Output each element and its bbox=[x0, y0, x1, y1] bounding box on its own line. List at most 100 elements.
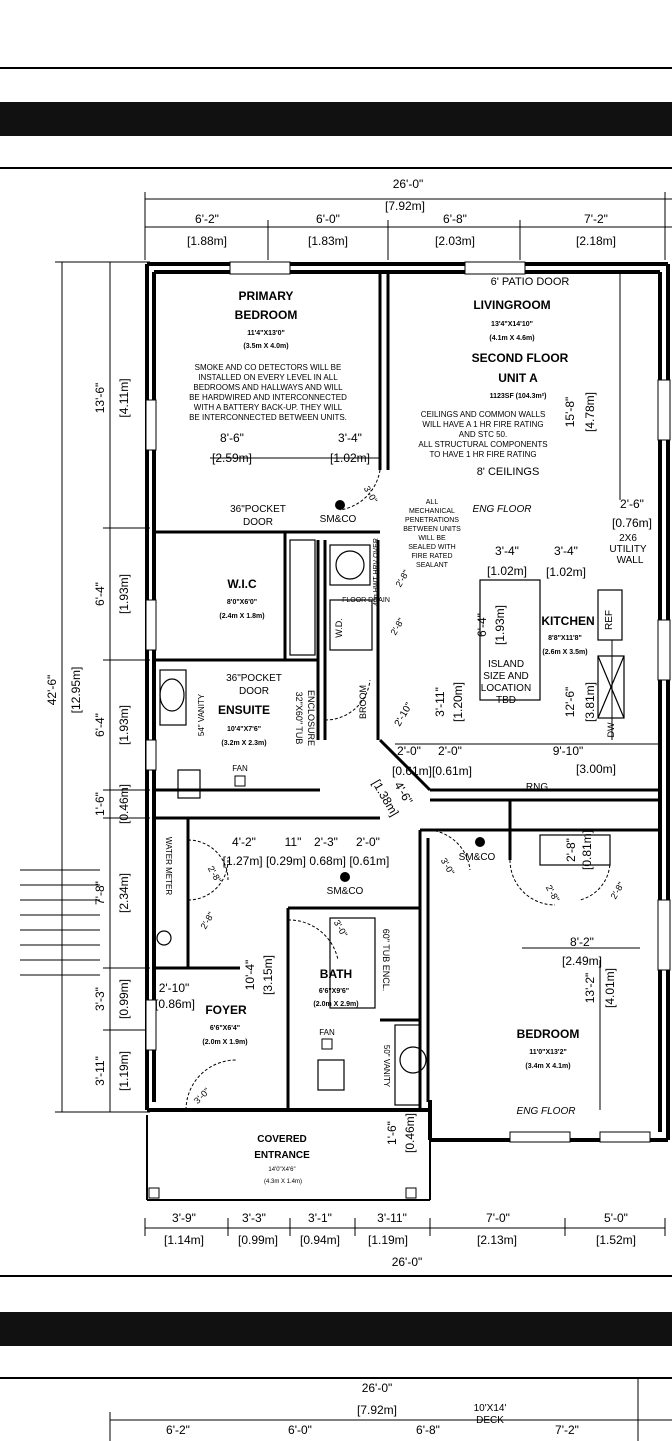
dim-kit-9-10-m: [3.00m] bbox=[576, 762, 616, 776]
dw-label: DW bbox=[606, 722, 616, 737]
dimension-lines bbox=[55, 192, 672, 1441]
vanity-50-label: 50" VANITY bbox=[382, 1045, 391, 1088]
dim-top-1: 6'-2" bbox=[195, 212, 219, 226]
ceiling-note-line: AND STC 50. bbox=[459, 430, 507, 439]
primary-bedroom-size-m: (3.5m X 4.0m) bbox=[243, 343, 288, 350]
tub-enclosure-line1: 32"X60" TUB bbox=[294, 692, 304, 745]
fan-label-2: FAN bbox=[319, 1028, 335, 1037]
dim-left-3: 6'-4" bbox=[93, 713, 107, 737]
sm-co-label-3: SM&CO bbox=[459, 852, 496, 863]
smoke-note-line: WITH A BATTERY BACK-UP. THEY WILL bbox=[194, 403, 343, 412]
pocket-door-1-line2: DOOR bbox=[243, 517, 273, 528]
smoke-note-line: BEDROOMS AND HALLWAYS AND WILL bbox=[193, 383, 343, 392]
patio-door-label: 6' PATIO DOOR bbox=[491, 276, 570, 288]
island-line4: TBD bbox=[496, 695, 516, 706]
dim-top-3-m: [2.03m] bbox=[435, 234, 475, 248]
ensuite-size-ft: 10'4"X7'6" bbox=[227, 726, 261, 733]
dim-bed-2-8: 2'-8" bbox=[564, 838, 578, 862]
dim-top-4-m: [2.18m] bbox=[576, 234, 616, 248]
dim-primary-3-4-m: [1.02m] bbox=[330, 451, 370, 465]
dim-bottom-6: 5'-0" bbox=[604, 1211, 628, 1225]
dim-kit-9-10: 9'-10" bbox=[553, 744, 584, 758]
dim-left-5-m: [2.34m] bbox=[117, 873, 131, 913]
tub-encl-60-label: 60" TUB ENCL. bbox=[381, 929, 391, 992]
dim-left-1: 13'-6" bbox=[93, 383, 107, 414]
dim-left-5: 7'-8" bbox=[93, 881, 107, 905]
dim-right-15-8: 15'-8" bbox=[563, 397, 577, 428]
dim-overall-bottom: 26'-0" bbox=[392, 1255, 423, 1269]
foyer-label: FOYER bbox=[205, 1003, 247, 1017]
dim-right-12-6-m: [3.81m] bbox=[583, 682, 597, 722]
ref-label: REF bbox=[604, 610, 615, 630]
dim-kit-3-4-b: 3'-4" bbox=[554, 544, 578, 558]
sm-co-label-2: SM&CO bbox=[327, 886, 364, 897]
door-2-8-c: 2'-8" bbox=[206, 864, 224, 885]
dim-hall-row-m: [1.27m] [0.29m] 0.68m] [0.61m] bbox=[223, 854, 390, 868]
dim-bottom-1: 3'-9" bbox=[172, 1211, 196, 1225]
livingroom-size-ft: 13'4"X14'10" bbox=[491, 321, 533, 328]
unit-area: 1123SF (104.3m²) bbox=[490, 393, 547, 400]
utility-wall-line1: 2X6 bbox=[619, 533, 637, 544]
smoke-note-line: SMOKE AND CO DETECTORS WILL BE bbox=[195, 363, 342, 372]
mech-note-line: WILL BE bbox=[418, 535, 446, 542]
covered-entrance-outline bbox=[146, 1115, 431, 1201]
door-3-0-d: 3'-0" bbox=[192, 1086, 212, 1106]
dim-top-4: 7'-2" bbox=[584, 212, 608, 226]
foyer-size-m: (2.0m X 1.9m) bbox=[202, 1039, 247, 1046]
pocket-door-1-line1: 36"POCKET bbox=[230, 504, 286, 515]
dim-top-2: 6'-0" bbox=[316, 212, 340, 226]
bedroom-size-ft: 11'0"X13'2" bbox=[529, 1049, 567, 1056]
primary-bedroom-label-2: BEDROOM bbox=[235, 308, 298, 322]
dim-island-6-4-m: [1.93m] bbox=[493, 605, 507, 645]
mech-note-line: ALL bbox=[426, 499, 439, 506]
dim-foyer-2-10: 2'-10" bbox=[159, 981, 190, 995]
exterior-stairs bbox=[20, 869, 100, 976]
foyer-size-ft: 6'6"X6'4" bbox=[210, 1025, 240, 1032]
dim-right-2-6: 2'-6" bbox=[620, 497, 644, 511]
mech-note-line: SEALANT bbox=[416, 562, 449, 569]
dim-left-6-m: [0.99m] bbox=[117, 979, 131, 1019]
door-2-8-a: 2'-8" bbox=[394, 568, 412, 589]
utility-wall-line3: WALL bbox=[617, 555, 644, 566]
covered-label-2: ENTRANCE bbox=[254, 1150, 310, 1161]
fan-icon bbox=[321, 1038, 333, 1050]
bath-size-ft: 6'6"X9'6" bbox=[319, 988, 349, 995]
unit-a-label: UNIT A bbox=[498, 371, 538, 385]
dim-left-6: 3'-3" bbox=[93, 987, 107, 1011]
dim-bottom-3: 3'-1" bbox=[308, 1211, 332, 1225]
dim-bottom-2: 3'-3" bbox=[242, 1211, 266, 1225]
dim-bottom-5: 7'-0" bbox=[486, 1211, 510, 1225]
ensuite-label: ENSUITE bbox=[218, 703, 270, 717]
smoke-note-line: INSTALLED ON EVERY LEVEL IN ALL bbox=[198, 373, 338, 382]
deck-line1: 10'X14' bbox=[474, 1403, 507, 1414]
mech-note-line: PENETRATIONS bbox=[405, 517, 459, 524]
dim-top-3: 6'-8" bbox=[443, 212, 467, 226]
dim-left-2: 6'-4" bbox=[93, 582, 107, 606]
dim-right-12-6: 12'-6" bbox=[563, 687, 577, 718]
covered-label-1: COVERED bbox=[257, 1134, 306, 1145]
second-floor-label: SECOND FLOOR bbox=[472, 351, 569, 365]
eng-floor-label-1: ENG FLOOR bbox=[473, 504, 532, 515]
hwt-label: 40g HWT HRV OVER bbox=[373, 538, 380, 606]
dim-overall-left-m: [12.95m] bbox=[69, 667, 83, 714]
dim-island-6-4: 6'-4" bbox=[475, 613, 489, 637]
eng-floor-label-2: ENG FLOOR bbox=[517, 1106, 576, 1117]
dim-bath-10-4: 10'-4" bbox=[243, 960, 257, 991]
door-2-8-e: 2'-8" bbox=[544, 883, 562, 904]
island-line1: ISLAND bbox=[488, 659, 524, 670]
dim-vanity-1-6-m: [0.46m] bbox=[403, 1113, 417, 1153]
dim-primary-8-6: 8'-6" bbox=[220, 431, 244, 445]
dim-left-7-m: [1.19m] bbox=[117, 1051, 131, 1091]
lower-overall: 26'-0" bbox=[362, 1381, 393, 1395]
pocket-door-2-line1: 36"POCKET bbox=[226, 673, 282, 684]
bedroom-size-m: (3.4m X 4.1m) bbox=[525, 1063, 570, 1070]
wic-size-m: (2.4m X 1.8m) bbox=[219, 613, 264, 620]
dim-kit-3-4-b-m: [1.02m] bbox=[546, 565, 586, 579]
dim-hall-2-0-a: 2'-0" bbox=[397, 744, 421, 758]
dim-left-3-m: [1.93m] bbox=[117, 705, 131, 745]
ensuite-size-m: (3.2m X 2.3m) bbox=[221, 740, 266, 747]
dim-top-1-m: [1.88m] bbox=[187, 234, 227, 248]
floor-drain-label: FLOOR DRAIN bbox=[342, 597, 390, 604]
smoke-note-line: BE INTERCONNECTED BETWEEN UNITS. bbox=[189, 413, 347, 422]
